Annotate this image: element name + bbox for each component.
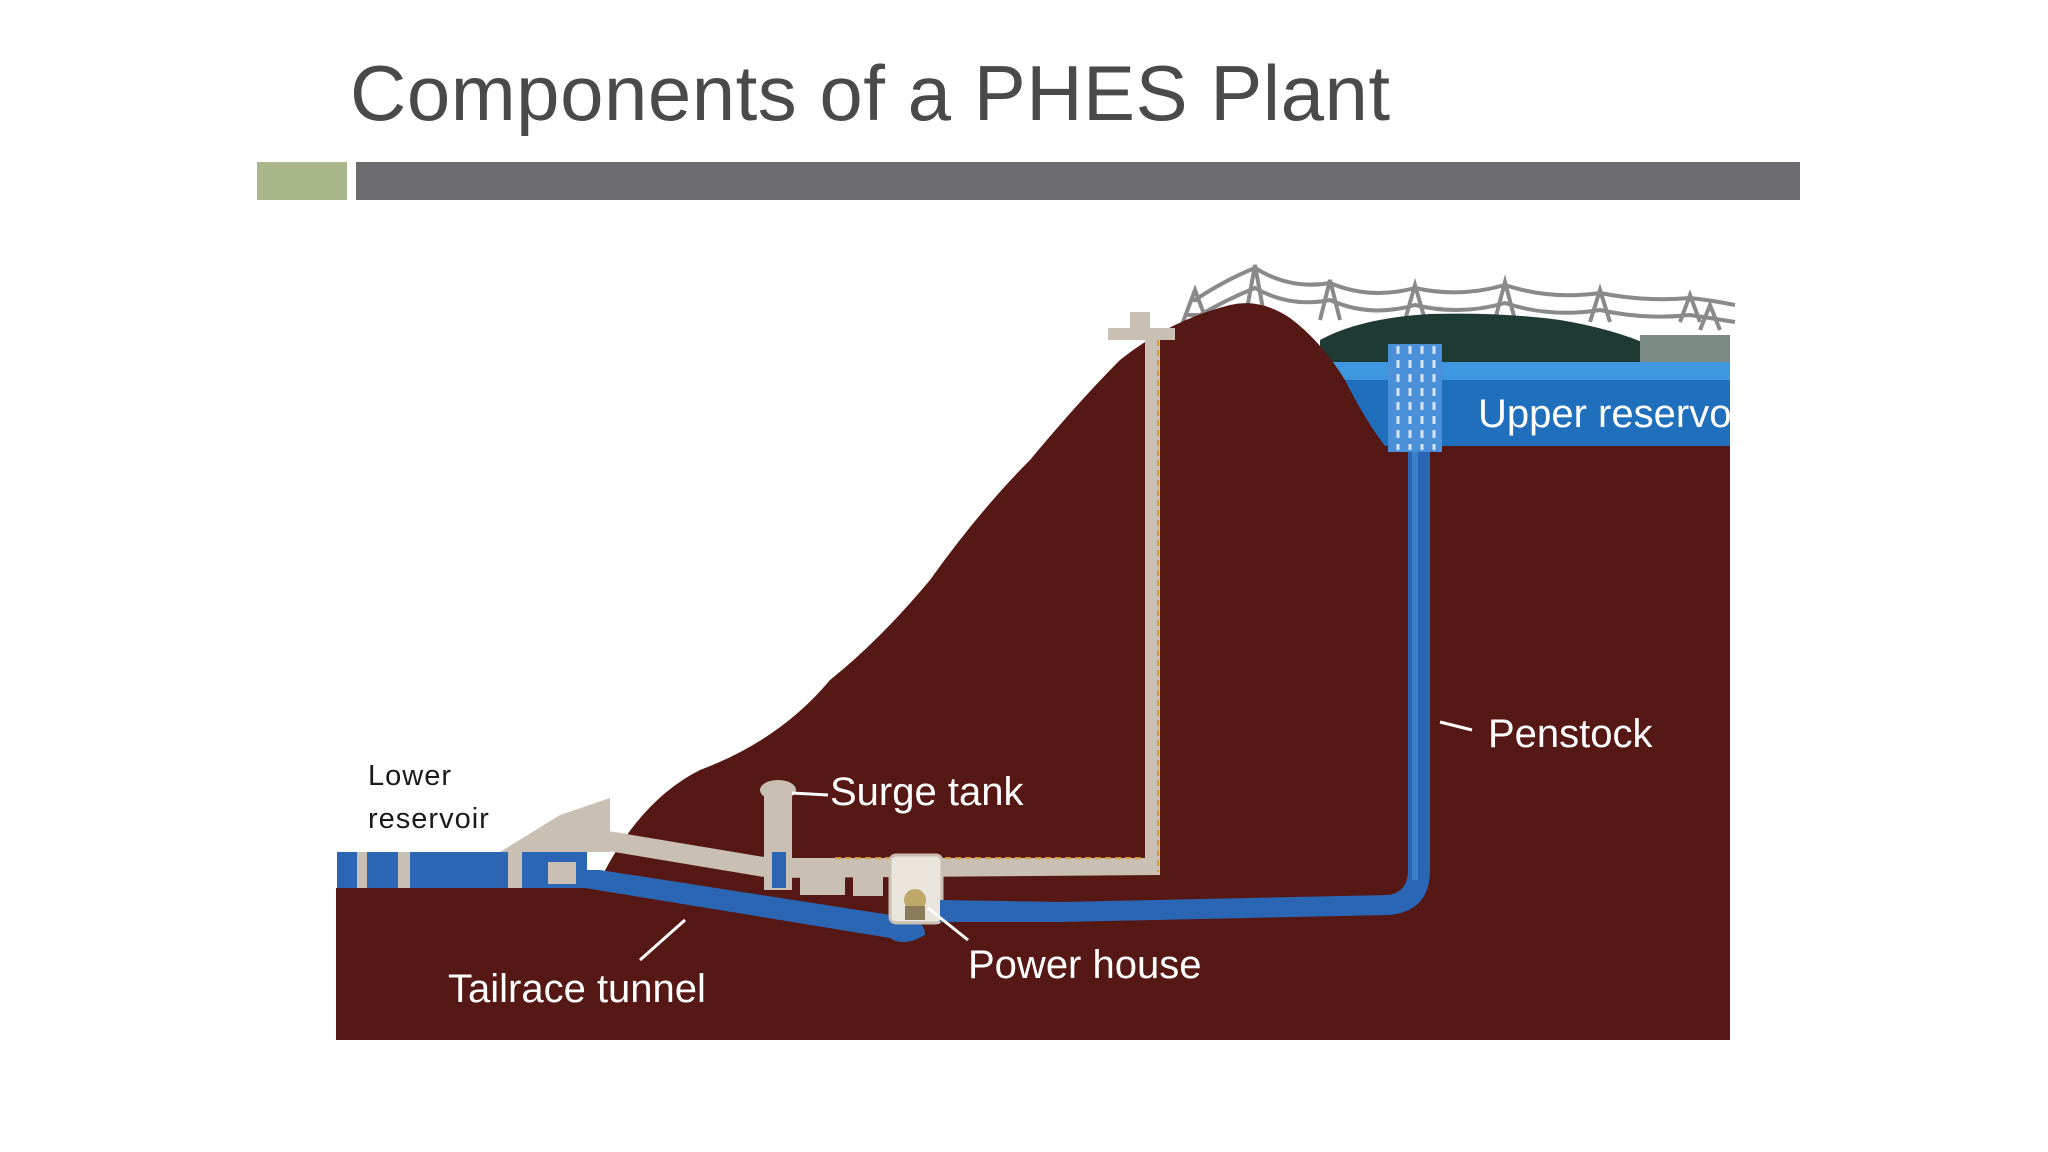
transformer-hall <box>800 860 845 895</box>
intake-pier <box>398 852 410 888</box>
intake-pier <box>508 852 522 888</box>
penstock-leader <box>1439 720 1473 732</box>
lower-reservoir-label-line2: reservoir <box>368 803 490 835</box>
lower-reservoir-water <box>337 852 587 888</box>
auxiliary-block <box>853 868 883 896</box>
power-house-label: Power house <box>968 943 1201 987</box>
upper-reservoir-label: Upper reservoir <box>1478 392 1754 436</box>
surge-tank-label: Surge tank <box>830 770 1024 814</box>
surge-tank-leader <box>791 791 829 797</box>
distant-hills <box>1640 335 1730 365</box>
title-accent-block <box>257 162 347 200</box>
intake-pier <box>357 852 367 888</box>
tailrace-tunnel-label: Tailrace tunnel <box>448 967 706 1011</box>
title-underline-bar <box>356 162 1800 200</box>
lower-reservoir-label-line1: Lower <box>368 760 452 792</box>
power-house <box>888 853 944 925</box>
penstock-label: Penstock <box>1488 712 1654 756</box>
tailrace-leader <box>639 918 686 962</box>
lower-reservoir-bank <box>500 798 610 852</box>
power-house-leader <box>927 906 969 942</box>
intake-structure <box>548 862 576 884</box>
intake-tower <box>1388 344 1442 452</box>
shaft-cap <box>1108 312 1175 340</box>
penstock-highlight <box>1412 440 1418 880</box>
slide-title: Components of a PHES Plant <box>350 49 1391 137</box>
surge-tank <box>760 780 796 890</box>
tailrace-tunnel <box>585 870 925 943</box>
power-line-pylons <box>1178 264 1736 331</box>
